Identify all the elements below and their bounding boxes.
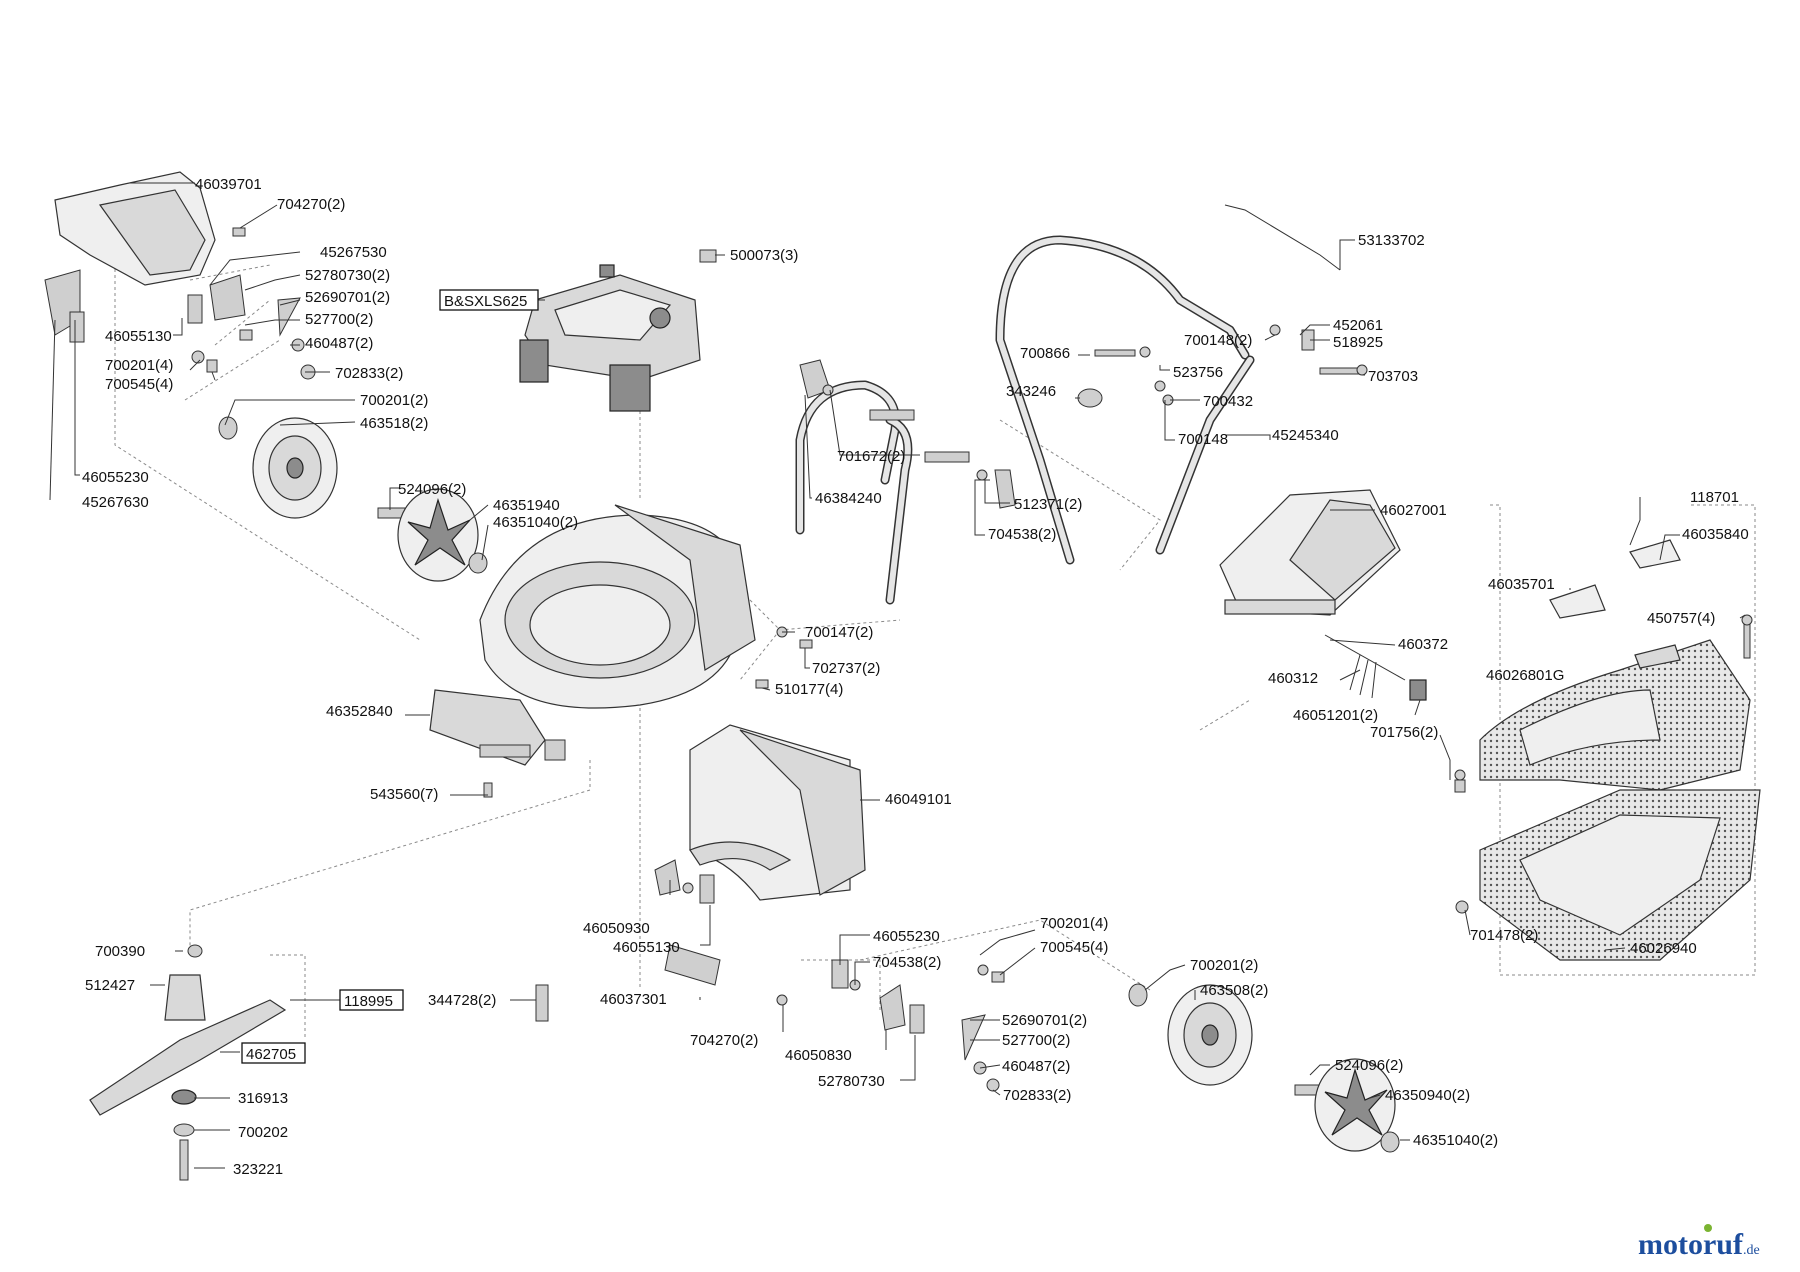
part-label: 46055130: [613, 939, 680, 956]
leader-lines: [49, 182, 1746, 1169]
part-label: 323221: [233, 1161, 283, 1178]
part-label: 700202: [238, 1124, 288, 1141]
part-label: 704538(2): [988, 526, 1056, 543]
part-label: 52780730: [818, 1073, 885, 1090]
part-label: 704270(2): [690, 1032, 758, 1049]
part-label: 46050830: [785, 1047, 852, 1064]
logo-suffix: .de: [1743, 1243, 1760, 1258]
svg-text:motoruf.de: motoruf.de: [1638, 1228, 1760, 1261]
part-label: 46050930: [583, 920, 650, 937]
label-box-blade: [241, 1042, 306, 1064]
part-label: 700201(4): [1040, 915, 1108, 932]
part-label: 700432: [1203, 393, 1253, 410]
part-label: 46351040(2): [493, 514, 578, 531]
part-label: 46352840: [326, 703, 393, 720]
part-label: 45267630: [82, 494, 149, 511]
part-label: 700866: [1020, 345, 1070, 362]
site-logo[interactable]: motoruf.de: [1638, 1224, 1760, 1261]
label-box-engine: [439, 289, 539, 311]
part-label: 450757(4): [1647, 610, 1715, 627]
part-label: 527700(2): [305, 311, 373, 328]
part-drawings: [44, 171, 1761, 1181]
part-label: 52780730(2): [305, 267, 390, 284]
part-label: 700201(4): [105, 357, 173, 374]
part-label: 700545(4): [105, 376, 173, 393]
part-label: 46039701: [195, 176, 262, 193]
part-label: 53133702: [1358, 232, 1425, 249]
part-label: 524096(2): [398, 481, 466, 498]
label-box-blade-kit: [339, 989, 404, 1011]
part-label: 463508(2): [1200, 982, 1268, 999]
part-label: 700148: [1178, 431, 1228, 448]
part-label: 46351040(2): [1413, 1132, 1498, 1149]
part-label: 702833(2): [335, 365, 403, 382]
part-label: 704538(2): [873, 954, 941, 971]
part-label: 701672(2): [837, 448, 905, 465]
part-label: 46026940: [1630, 940, 1697, 957]
part-label: 512371(2): [1014, 496, 1082, 513]
part-label: 703703: [1368, 368, 1418, 385]
part-label: 700545(4): [1040, 939, 1108, 956]
part-label: B&SXLS625: [444, 293, 527, 310]
part-label: 700147(2): [805, 624, 873, 641]
part-label: 700201(2): [1190, 957, 1258, 974]
assembly-guides: [114, 215, 1756, 1040]
part-label: 46051201(2): [1293, 707, 1378, 724]
part-label: 518925: [1333, 334, 1383, 351]
part-label: 316913: [238, 1090, 288, 1107]
part-label: 524096(2): [1335, 1057, 1403, 1074]
part-label: 45267530: [320, 244, 387, 261]
part-label: 704270(2): [277, 196, 345, 213]
part-label: 701478(2): [1470, 927, 1538, 944]
part-label: 52690701(2): [305, 289, 390, 306]
part-label: 700390: [95, 943, 145, 960]
part-label: 527700(2): [1002, 1032, 1070, 1049]
part-label: 46384240: [815, 490, 882, 507]
logo-dot-icon: [1704, 1224, 1712, 1232]
part-label: 118995: [344, 993, 393, 1010]
part-label: 700201(2): [360, 392, 428, 409]
part-label: 701756(2): [1370, 724, 1438, 741]
part-label: 452061: [1333, 317, 1383, 334]
part-label: 463518(2): [360, 415, 428, 432]
part-label: 460487(2): [305, 335, 373, 352]
part-label: 543560(7): [370, 786, 438, 803]
part-label: 462705: [246, 1046, 296, 1063]
part-label: 344728(2): [428, 992, 496, 1009]
part-label: 46035840: [1682, 526, 1749, 543]
part-label: 46055230: [873, 928, 940, 945]
part-label: 700148(2): [1184, 332, 1252, 349]
part-label: 460487(2): [1002, 1058, 1070, 1075]
part-label: 118701: [1690, 489, 1739, 506]
part-label: 46037301: [600, 991, 667, 1008]
part-label: 510177(4): [775, 681, 843, 698]
logo-text: motoruf: [1638, 1228, 1744, 1261]
part-label: 702737(2): [812, 660, 880, 677]
part-label: 460372: [1398, 636, 1448, 653]
part-label: 523756: [1173, 364, 1223, 381]
part-label: 512427: [85, 977, 135, 994]
part-label: 45245340: [1272, 427, 1339, 444]
part-label: 52690701(2): [1002, 1012, 1087, 1029]
part-label: 46027001: [1380, 502, 1447, 519]
part-label: 343246: [1006, 383, 1056, 400]
part-labels: 46039701 704270(2) 45267530 52780730(2) …: [82, 176, 1749, 1178]
part-label: 46055130: [105, 328, 172, 345]
part-label: 702833(2): [1003, 1087, 1071, 1104]
part-label: 500073(3): [730, 247, 798, 264]
part-label: 46035701: [1488, 576, 1555, 593]
part-label: 460312: [1268, 670, 1318, 687]
part-label: 46026801G: [1486, 667, 1564, 684]
part-label: 46049101: [885, 791, 952, 808]
part-label: 46055230: [82, 469, 149, 486]
part-label: 46351940: [493, 497, 560, 514]
part-label: 46350940(2): [1385, 1087, 1470, 1104]
